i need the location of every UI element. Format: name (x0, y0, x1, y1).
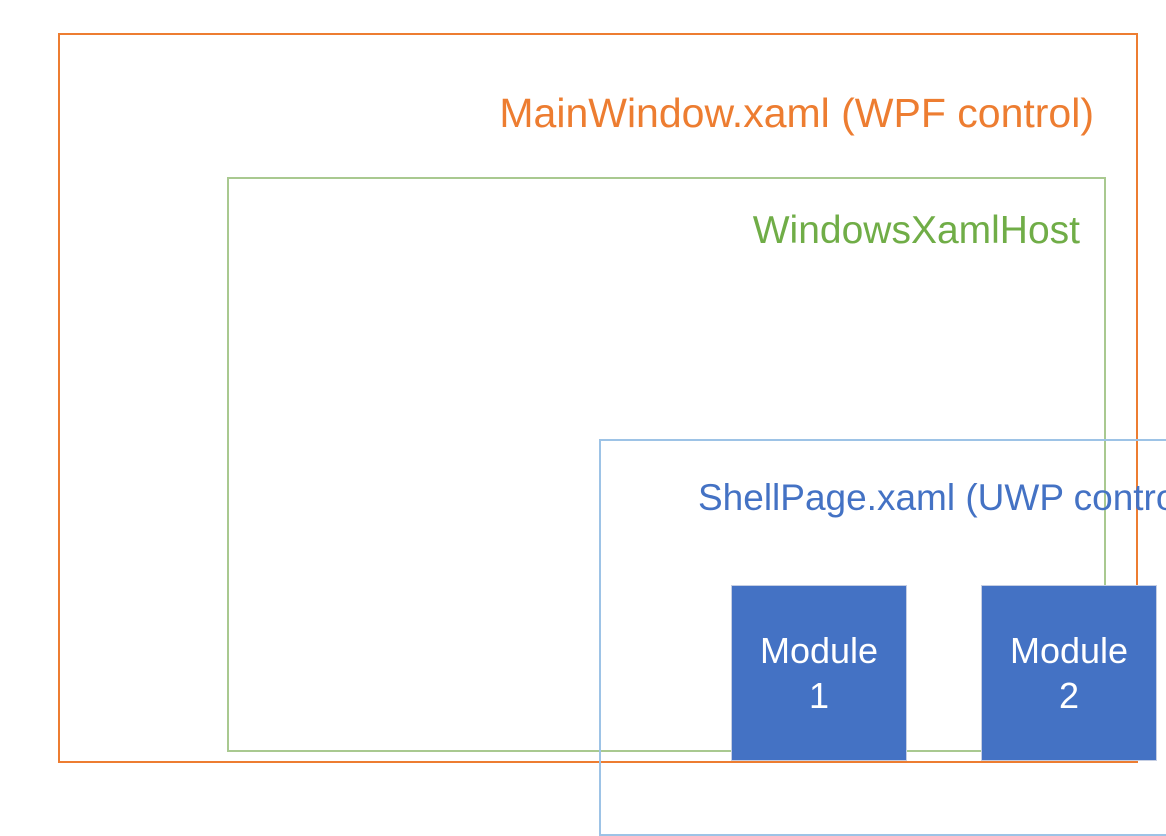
windows-xaml-host-container: WindowsXamlHost ShellPage.xaml (UWP cont… (227, 177, 1166, 836)
diagram-canvas: MainWindow.xaml (WPF control) WindowsXam… (58, 33, 1166, 836)
module-block-1: Module 1 (731, 585, 907, 761)
module-block-1-name: Module (759, 630, 879, 671)
module-block-2: Module 2 (981, 585, 1157, 761)
module-block-2-name: Module (1009, 630, 1129, 671)
module-block-2-number: 2 (1058, 675, 1080, 716)
wpf-main-window-container: MainWindow.xaml (WPF control) WindowsXam… (58, 33, 1166, 836)
module-block-1-number: 1 (808, 675, 830, 716)
wpf-main-window-label: MainWindow.xaml (WPF control) (499, 90, 1094, 136)
uwp-shell-page-label: ShellPage.xaml (UWP control) (698, 477, 1166, 518)
windows-xaml-host-label: WindowsXamlHost (752, 209, 1080, 252)
uwp-shell-page-container: ShellPage.xaml (UWP control) Module 1 Mo… (599, 439, 1166, 836)
